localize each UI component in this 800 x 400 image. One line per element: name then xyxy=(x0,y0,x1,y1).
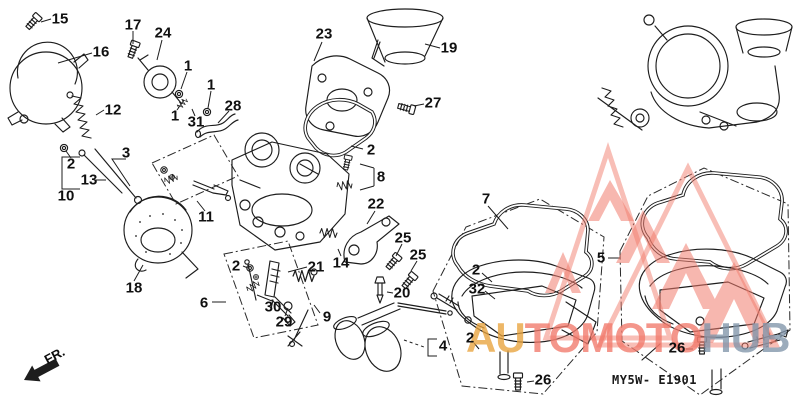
callout-15: 15 xyxy=(51,10,69,28)
watermark-text: AUTOMOTOHUB xyxy=(466,314,790,362)
callout-6: 6 xyxy=(199,294,209,312)
callout-2: 2 xyxy=(231,257,241,275)
watermark-segment-3: HUB xyxy=(701,314,790,361)
breakout-box-6 xyxy=(223,240,319,339)
callout-21: 21 xyxy=(307,258,325,276)
callout-25: 25 xyxy=(394,229,412,247)
callout-26: 26 xyxy=(534,371,552,389)
callout-1: 1 xyxy=(170,107,180,125)
callout-5: 5 xyxy=(596,249,606,267)
callout-26: 26 xyxy=(668,339,686,357)
callout-1: 1 xyxy=(183,57,193,75)
callout-2: 2 xyxy=(366,141,376,159)
callout-14: 14 xyxy=(332,254,350,272)
callout-28: 28 xyxy=(224,97,242,115)
screw-27-icon xyxy=(396,101,417,116)
watermark-segment-1: AU xyxy=(466,314,526,361)
part-23-plate xyxy=(305,55,391,137)
part-18-diaphragm xyxy=(123,195,199,279)
callout-10: 10 xyxy=(57,187,75,205)
callout-7: 7 xyxy=(481,190,491,208)
callout-18: 18 xyxy=(125,279,143,297)
part-needles-2-13-3 xyxy=(59,143,143,205)
oring-1-icon xyxy=(202,107,212,117)
part-19-funnel xyxy=(366,8,444,67)
part-20-float-valve xyxy=(374,276,386,304)
callout-17: 17 xyxy=(124,16,142,34)
part-8-screws xyxy=(335,154,354,192)
watermark-logo xyxy=(542,142,781,348)
callout-27: 27 xyxy=(424,94,442,112)
watermark-segment-2: TOMOTO xyxy=(524,314,703,361)
callout-19: 19 xyxy=(440,39,458,57)
part-carb-body xyxy=(231,132,350,251)
callout-1: 1 xyxy=(206,76,216,94)
part-dome-cover xyxy=(7,41,89,133)
callout-24: 24 xyxy=(154,24,172,42)
bolt-15-icon xyxy=(23,11,43,32)
part-24-valve xyxy=(137,54,182,104)
callout-4: 4 xyxy=(438,337,448,355)
callout-8: 8 xyxy=(376,168,386,186)
breakout-region-7 xyxy=(430,198,605,395)
callout-3: 3 xyxy=(121,144,131,162)
callout-16: 16 xyxy=(92,43,110,61)
assembled-carburetor xyxy=(597,14,793,131)
part-2-gasket-top xyxy=(303,97,377,158)
oring-1-icon xyxy=(174,89,184,99)
callout-2: 2 xyxy=(66,155,76,173)
callout-22: 22 xyxy=(367,195,385,213)
part-4-floats xyxy=(333,302,453,372)
diagram-part-code: MY5W- E1901 xyxy=(612,373,697,387)
part-28-hose xyxy=(194,113,239,139)
callout-32: 32 xyxy=(468,280,486,298)
callout-2: 2 xyxy=(471,261,481,279)
callout-9: 9 xyxy=(322,308,332,326)
callout-31: 31 xyxy=(187,113,205,131)
callout-20: 20 xyxy=(393,284,411,302)
callout-11: 11 xyxy=(198,208,214,226)
bolt-25-icon xyxy=(383,251,403,272)
callout-13: 13 xyxy=(80,171,98,189)
fr-direction-arrow xyxy=(24,358,60,382)
callout-12: 12 xyxy=(104,101,122,119)
part-cluster-21-30-29-9 xyxy=(244,227,338,348)
callout-30: 30 xyxy=(264,298,282,316)
breakout-box-11 xyxy=(151,134,239,205)
bolt-26-icon xyxy=(512,372,524,391)
leader-lines xyxy=(40,18,693,383)
callout-23: 23 xyxy=(315,25,333,43)
callout-2: 2 xyxy=(465,329,475,347)
callout-29: 29 xyxy=(275,313,293,331)
callout-25: 25 xyxy=(409,246,427,264)
part-22-lever xyxy=(343,215,400,265)
part-spring-12 xyxy=(66,91,92,139)
